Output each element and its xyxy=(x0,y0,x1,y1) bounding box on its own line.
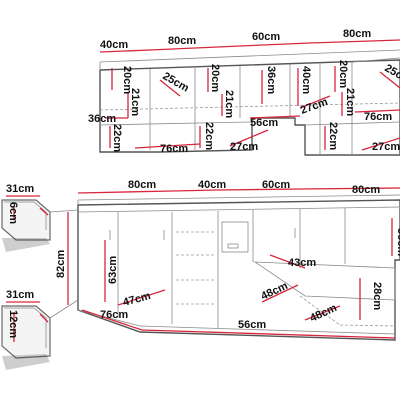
top-width-4: 80cm xyxy=(343,28,371,40)
bottom-dimension-labels: 80cm 40cm 60cm 80cm 82cm 63cm 47cm 76cm … xyxy=(55,179,400,331)
bottom-inner-9: 36cm xyxy=(395,228,400,256)
top-depth-1: 76cm xyxy=(160,143,188,155)
bottom-inner-4: 56cm xyxy=(238,319,266,331)
bottom-height-left: 82cm xyxy=(55,250,67,278)
top-h-9: 21cm xyxy=(223,90,235,118)
drawer-bottom-width: 31cm xyxy=(6,289,34,301)
top-h-6: 20cm xyxy=(337,60,349,88)
top-h-4: 36cm xyxy=(265,66,277,94)
top-h-16: 22cm xyxy=(327,122,339,150)
top-h-13: 36cm xyxy=(88,113,116,125)
bottom-inner-1: 63cm xyxy=(107,256,119,284)
top-cabinet-set xyxy=(99,49,400,156)
top-h-14: 22cm xyxy=(111,124,123,152)
bottom-inner-3: 76cm xyxy=(100,309,128,321)
top-h-2: 25cm xyxy=(161,70,192,95)
bottom-width-1: 80cm xyxy=(128,179,156,191)
drawer-top-width: 31cm xyxy=(6,183,34,195)
top-dimension-lines xyxy=(99,39,400,151)
top-h-8: 21cm xyxy=(129,88,141,116)
top-width-1: 40cm xyxy=(100,39,128,51)
top-h-10: 27cm xyxy=(299,96,330,117)
top-h-12: 76cm xyxy=(364,111,392,123)
drawer-detail-top: 31cm 6cm xyxy=(1,183,79,252)
top-h-3: 20cm xyxy=(209,64,221,92)
top-width-2: 80cm xyxy=(168,35,196,47)
top-h-15: 22cm xyxy=(203,122,215,150)
bottom-inner-5: 43cm xyxy=(288,257,316,269)
bottom-cabinet-set xyxy=(77,194,400,341)
top-h-1: 20cm xyxy=(121,66,133,94)
top-dimension-labels: 40cm 80cm 60cm 80cm 20cm 25cm 20cm 36cm … xyxy=(88,28,400,155)
top-depth-3: 56cm xyxy=(250,117,278,129)
top-width-3: 60cm xyxy=(252,31,280,43)
bottom-inner-2: 47cm xyxy=(122,290,152,309)
bottom-width-4: 80cm xyxy=(352,184,380,196)
bottom-width-2: 40cm xyxy=(198,179,226,191)
drawer-detail-bottom: 31cm 12cm xyxy=(1,289,79,370)
top-depth-2: 27cm xyxy=(230,141,258,153)
bottom-inner-8: 28cm xyxy=(371,282,383,310)
top-h-7: 25cm xyxy=(383,62,400,87)
bottom-width-3: 60cm xyxy=(262,179,290,191)
bottom-inner-6: 48cm xyxy=(259,280,290,303)
drawer-top-height: 6cm xyxy=(7,202,19,224)
drawer-bottom-height: 12cm xyxy=(7,310,19,338)
bottom-dimension-lines xyxy=(67,187,400,339)
top-depth-4: 27cm xyxy=(372,141,400,153)
top-h-5: 40cm xyxy=(300,66,312,94)
top-h-11: 21cm xyxy=(344,88,356,116)
